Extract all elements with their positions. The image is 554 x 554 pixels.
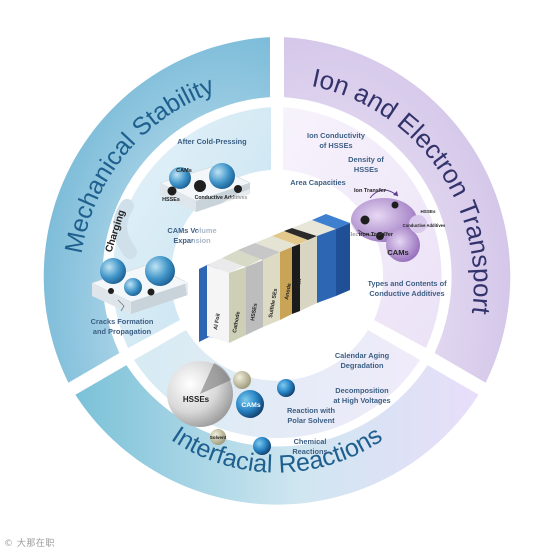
density-label-1: Density of	[348, 155, 384, 164]
inset-cams-label: CAMs	[176, 168, 192, 174]
ion-conductivity-label-1: Ion Conductivity	[307, 131, 366, 140]
decomp-label-1: Decomposition	[335, 386, 389, 395]
cracks-label-2: and Propagation	[93, 327, 152, 336]
battery-stack: Al Foil Cathode HSSEs Sulfide SEs Anode …	[185, 185, 369, 369]
cams-particle	[236, 390, 264, 418]
conductive-additive	[194, 180, 206, 192]
chemical-label-1: Chemical	[294, 437, 327, 446]
layer-label-al-foil: Al Foil	[213, 313, 222, 331]
calendar-label-2: Degradation	[340, 361, 384, 370]
layer-label-sulfide: Sulfide SEs	[268, 288, 279, 318]
cams-volume-label-1: CAMs Volume	[167, 226, 216, 235]
layer-label-anode: Anode	[284, 283, 293, 301]
inner-ion-electron	[283, 107, 442, 348]
decomp-label-2: at High Voltages	[333, 396, 390, 405]
polar-label-2: Polar Solvent	[287, 416, 335, 425]
solvent-label: Solvent	[210, 435, 227, 440]
ion-conductivity-label-2: of HSSEs	[319, 141, 352, 150]
types-label-2: Conductive Additives	[369, 289, 444, 298]
calendar-label-1: Calendar Aging	[335, 351, 390, 360]
inset-hsses-label-ie: HSSEs	[420, 209, 436, 214]
inset-conductive-label-ie: Conductive Additives	[403, 223, 446, 228]
cams-particle-label: CAMs	[241, 402, 260, 409]
layer-label-cathode: Cathode	[232, 311, 242, 333]
expansion-inset	[91, 256, 189, 314]
area-capacities-label: Area Capacities	[290, 178, 345, 187]
layer-label-cu-foil: Cu Foil	[294, 278, 303, 298]
interfacial-content: HSSEs CAMs Solvent Calendar Aging Degrad…	[167, 351, 391, 456]
transport-inset: Ion Transfer Electron Transfer HSSEs Con…	[347, 188, 446, 262]
cracks-label-1: Cracks Formation	[91, 317, 154, 326]
cam-particle	[209, 163, 235, 189]
after-cold-pressing-label: After Cold-Pressing	[177, 137, 247, 146]
chemical-label-2: Reactions	[292, 447, 327, 456]
ion-electron-content: Ion Conductivity of HSSEs Density of HSS…	[290, 131, 447, 298]
polar-label-1: Reaction with	[287, 406, 336, 415]
electron-transfer-label: Electron Transfer	[347, 232, 394, 238]
mechanical-content: After Cold-Pressing CAMs HSSEs Conductiv…	[91, 137, 251, 336]
solvent-particle	[210, 429, 226, 445]
hsses-particle-label: HSSEs	[183, 395, 210, 404]
layer-label-hsses: HSSEs	[250, 303, 259, 321]
inset-hsses-label: HSSEs	[162, 197, 180, 203]
inset-conductive-label: Conductive Additives	[195, 195, 248, 201]
cams-volume-label-2: Expansion	[173, 236, 211, 245]
sector-interfacial	[75, 365, 479, 505]
inset-cams-label-ie: CAMs	[387, 248, 409, 257]
cold-pressing-inset: CAMs HSSEs Conductive Additives	[159, 163, 251, 212]
watermark: © 大那在职	[4, 539, 55, 549]
ion-transfer-label: Ion Transfer	[354, 188, 387, 194]
density-label-2: HSSEs	[354, 165, 378, 174]
types-label-1: Types and Contents of	[367, 279, 447, 288]
cam-particle	[169, 167, 191, 189]
sector-ion-electron	[284, 37, 511, 383]
